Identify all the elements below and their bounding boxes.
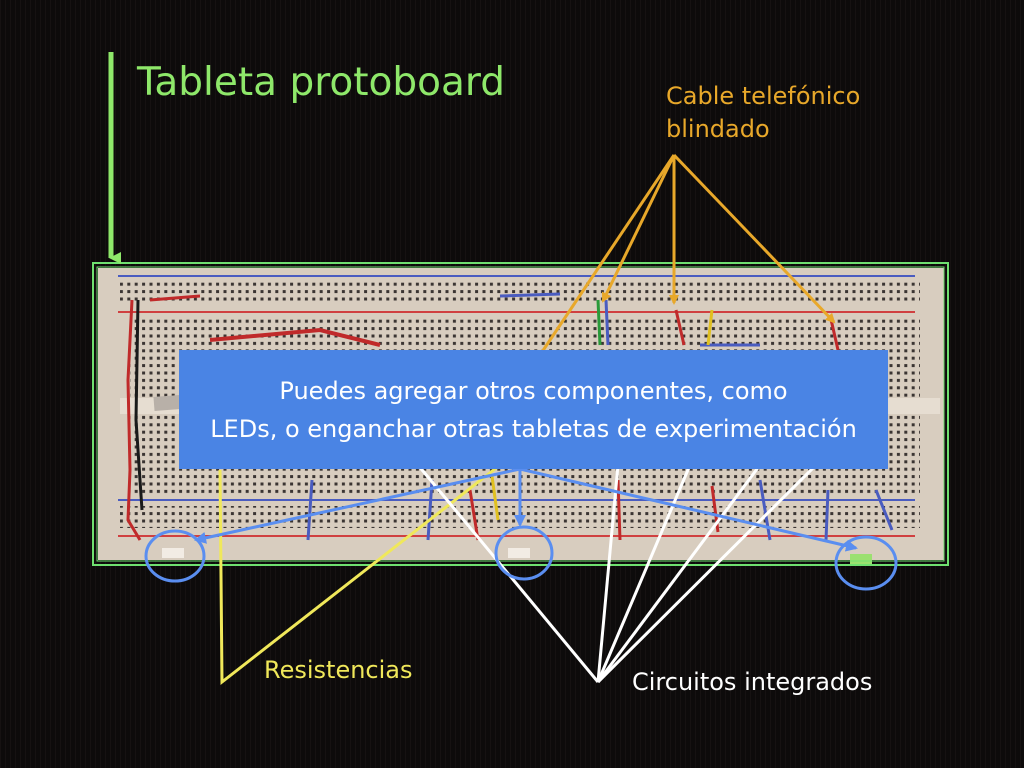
wire <box>209 327 381 347</box>
wire <box>758 479 772 541</box>
cable-arrow <box>601 154 676 303</box>
ic-leader-line <box>596 464 762 683</box>
cable-arrows <box>538 153 836 356</box>
cable-label: Cable telefónico blindado <box>666 80 860 146</box>
breadboard-outline-outer <box>92 262 949 566</box>
callout-arrow-right <box>519 467 858 552</box>
wire <box>426 479 434 541</box>
ic-leader-line <box>596 464 620 683</box>
wire <box>706 309 714 346</box>
wire <box>126 299 142 541</box>
connector-highlight-circle <box>494 525 554 581</box>
connector-highlight-circle <box>834 535 898 591</box>
wire <box>674 309 686 346</box>
wire <box>604 299 610 346</box>
callout-arrow-left <box>194 467 521 544</box>
cable-leader <box>538 154 676 356</box>
wire <box>149 294 201 302</box>
cable-label-line1: Cable telefónico <box>666 82 861 110</box>
ic-leader-line <box>596 464 692 683</box>
wire <box>306 479 314 541</box>
resistor-leaders <box>218 463 501 686</box>
callout-box: Puedes agregar otros componentes, como L… <box>179 350 888 469</box>
wire <box>490 475 500 521</box>
callout-line2: LEDs, o enganchar otras tabletas de expe… <box>210 414 857 443</box>
circuitos-label: Circuitos integrados <box>632 668 873 696</box>
breadboard-outline-inner <box>96 266 945 562</box>
callout-arrows <box>144 467 898 591</box>
wire <box>596 299 602 346</box>
wire <box>874 489 894 531</box>
resistencias-label: Resistencias <box>264 656 413 684</box>
cable-arrow <box>672 153 836 324</box>
cable-label-line2: blindado <box>666 115 770 143</box>
wire <box>616 479 622 541</box>
power-rail-top <box>120 282 920 304</box>
wire <box>468 489 480 541</box>
title-label: Tableta protoboard <box>137 60 506 105</box>
connector-tab <box>508 548 530 558</box>
wire <box>134 299 144 511</box>
connector-tab <box>162 548 184 558</box>
ic-leader-line <box>596 463 818 684</box>
wire <box>499 292 561 298</box>
wire <box>824 489 830 541</box>
wire <box>153 395 181 411</box>
connector-highlight-circle <box>144 529 206 583</box>
callout-line1: Puedes agregar otros componentes, como <box>279 376 788 405</box>
resistor-leader-line <box>218 463 501 686</box>
connector-tab <box>850 554 872 564</box>
